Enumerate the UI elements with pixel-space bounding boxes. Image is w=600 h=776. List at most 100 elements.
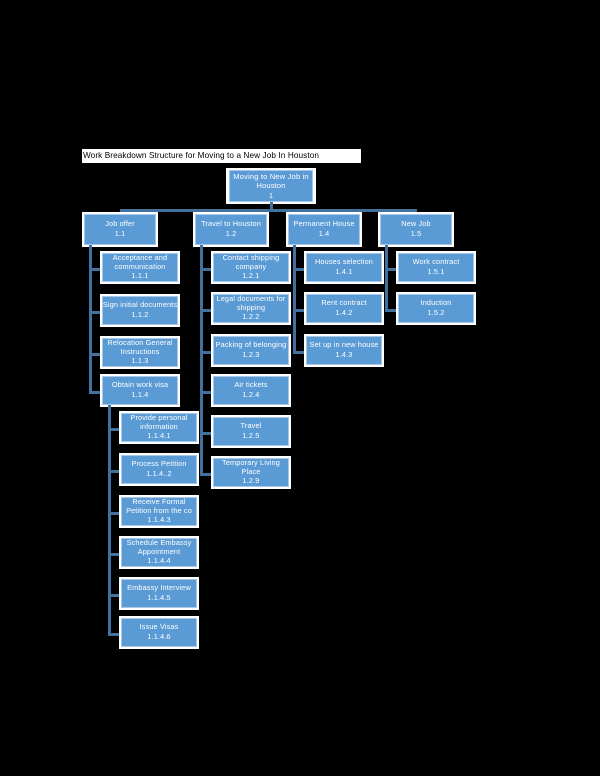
- node-label: Air tickets: [234, 380, 268, 390]
- connector-trunk-obtain-work-visa: [108, 405, 111, 636]
- node-id: 1.1.3: [131, 356, 149, 366]
- node-work-contract[interactable]: Work contract 1.5.1: [398, 253, 474, 282]
- node-id: 1.2.9: [242, 476, 260, 486]
- node-id: 1.5.1: [427, 267, 445, 276]
- node-legal-documents-for-shipping[interactable]: Legal documents for shipping 1.2.2: [213, 294, 289, 323]
- connector-stub: [89, 353, 102, 356]
- node-provide-personal-information[interactable]: Provide personal information 1.1.4.1: [121, 413, 197, 442]
- node-id: 1.1.4.1: [147, 431, 171, 441]
- node-label: Permanent House: [293, 219, 355, 229]
- node-id: 1: [268, 191, 274, 200]
- node-process-petition[interactable]: Process Petition 1.1.4..2: [121, 455, 197, 484]
- connector-stub: [108, 553, 121, 556]
- node-rent-contract[interactable]: Rent contract 1.4.2: [306, 294, 382, 323]
- node-id: 1.1.2: [131, 310, 149, 319]
- connector-stub: [89, 311, 102, 314]
- node-temporary-living-place[interactable]: Temporary Living Place 1.2.9: [213, 458, 289, 487]
- node-label: Travel to Houston: [201, 219, 261, 229]
- connector-stub: [200, 391, 213, 394]
- node-id: 1.4.3: [335, 350, 353, 359]
- connector-level2-bus: [120, 209, 417, 212]
- node-label: Rent contract: [321, 298, 367, 308]
- connector-stub: [89, 268, 102, 271]
- connector-stub: [200, 351, 213, 354]
- node-job-offer[interactable]: Job offer 1.1: [84, 214, 156, 245]
- connector-stub: [108, 512, 121, 515]
- node-label: Job offer: [105, 219, 135, 229]
- node-label: Contact shipping company: [222, 253, 280, 271]
- node-sign-initial-documents[interactable]: Sign initial documents 1.1.2: [102, 296, 178, 325]
- connector-stub: [385, 309, 398, 312]
- node-id: 1.5: [410, 229, 422, 238]
- connector-trunk-job-offer: [89, 245, 92, 394]
- node-label: Receive Formal Petition from the co: [126, 497, 192, 515]
- node-id: 1.5.2: [427, 308, 445, 317]
- node-id: 1.2.3: [242, 350, 260, 359]
- node-label: Acceptance and communication: [112, 253, 168, 271]
- node-label: Schedule Embassy Appointment: [126, 538, 192, 556]
- node-travel[interactable]: Travel 1.2.5: [213, 417, 289, 446]
- connector-stub: [108, 633, 121, 636]
- node-id: 1.4.2: [335, 308, 353, 317]
- node-schedule-embassy-appointment[interactable]: Schedule Embassy Appointment 1.1.4.4: [121, 538, 197, 567]
- node-acceptance-and-communication[interactable]: Acceptance and communication 1.1.1: [102, 253, 178, 282]
- connector-root-stem: [270, 202, 273, 211]
- node-receive-formal-petition[interactable]: Receive Formal Petition from the co 1.1.…: [121, 497, 197, 526]
- node-moving-to-new-job-in-houston[interactable]: Moving to New Job in Houston 1: [229, 170, 313, 202]
- node-label: Moving to New Job in Houston: [233, 172, 309, 190]
- node-label: Packing of belonging: [215, 340, 287, 350]
- node-label: Sign initial documents: [102, 300, 178, 310]
- node-label: Legal documents for shipping: [216, 294, 286, 312]
- node-label: Travel: [240, 421, 262, 431]
- node-label: New Job: [401, 219, 431, 229]
- node-label: Embassy Interview: [127, 583, 191, 593]
- connector-trunk-new-job: [385, 245, 388, 312]
- connector-stub: [108, 470, 121, 473]
- node-permanent-house[interactable]: Permanent House 1.4: [288, 214, 360, 245]
- diagram-title: Work Breakdown Structure for Moving to a…: [82, 149, 361, 163]
- node-packing-of-belonging[interactable]: Packing of belonging 1.2.3: [213, 336, 289, 365]
- node-id: 1.1.4: [131, 390, 149, 399]
- node-new-job[interactable]: New Job 1.5: [380, 214, 452, 245]
- connector-stub: [293, 351, 306, 354]
- node-label: Process Petition: [131, 459, 187, 469]
- node-travel-to-houston[interactable]: Travel to Houston 1.2: [195, 214, 267, 245]
- node-id: 1.1.4.6: [147, 632, 171, 641]
- node-label: Set up in new house: [309, 340, 379, 350]
- connector-stub: [385, 268, 398, 271]
- node-set-up-in-new-house[interactable]: Set up in new house 1.4.3: [306, 336, 382, 365]
- node-id: 1.4.1: [335, 267, 353, 276]
- node-label: Relocation General Instructions: [107, 338, 173, 356]
- connector-stub: [200, 309, 213, 312]
- node-relocation-general-instructions[interactable]: Relocation General Instructions 1.1.3: [102, 338, 178, 367]
- connector-stub: [108, 428, 121, 431]
- node-air-tickets[interactable]: Air tickets 1.2.4: [213, 376, 289, 405]
- node-id: 1.1.4.4: [147, 556, 171, 566]
- node-id: 1.1.4.3: [147, 515, 171, 525]
- node-id: 1.2.1: [242, 271, 260, 281]
- node-issue-visas[interactable]: Issue Visas 1.1.4.6: [121, 618, 197, 647]
- connector-trunk-permanent-house: [293, 245, 296, 354]
- node-id: 1.2: [225, 229, 237, 238]
- node-houses-selection[interactable]: Houses selection 1.4.1: [306, 253, 382, 282]
- node-contact-shipping-company[interactable]: Contact shipping company 1.2.1: [213, 253, 289, 282]
- node-label: Obtain work visa: [111, 380, 169, 390]
- connector-stub: [200, 432, 213, 435]
- connector-stub: [293, 309, 306, 312]
- node-induction[interactable]: Induction 1.5.2: [398, 294, 474, 323]
- connector-stub: [89, 391, 102, 394]
- node-obtain-work-visa[interactable]: Obtain work visa 1.1.4: [102, 376, 178, 405]
- connector-stub: [293, 268, 306, 271]
- node-id: 1.4: [318, 229, 330, 238]
- node-id: 1.1.4..2: [146, 469, 172, 478]
- node-id: 1.1: [114, 229, 126, 238]
- node-id: 1.1.4.5: [147, 593, 171, 602]
- node-id: 1.2.5: [242, 431, 260, 440]
- node-embassy-interview[interactable]: Embassy Interview 1.1.4.5: [121, 579, 197, 608]
- node-id: 1.2.4: [242, 390, 260, 399]
- node-id: 1.2.2: [242, 312, 260, 322]
- connector-stub: [200, 268, 213, 271]
- node-label: Provide personal information: [130, 413, 188, 431]
- connector-trunk-travel: [200, 245, 203, 476]
